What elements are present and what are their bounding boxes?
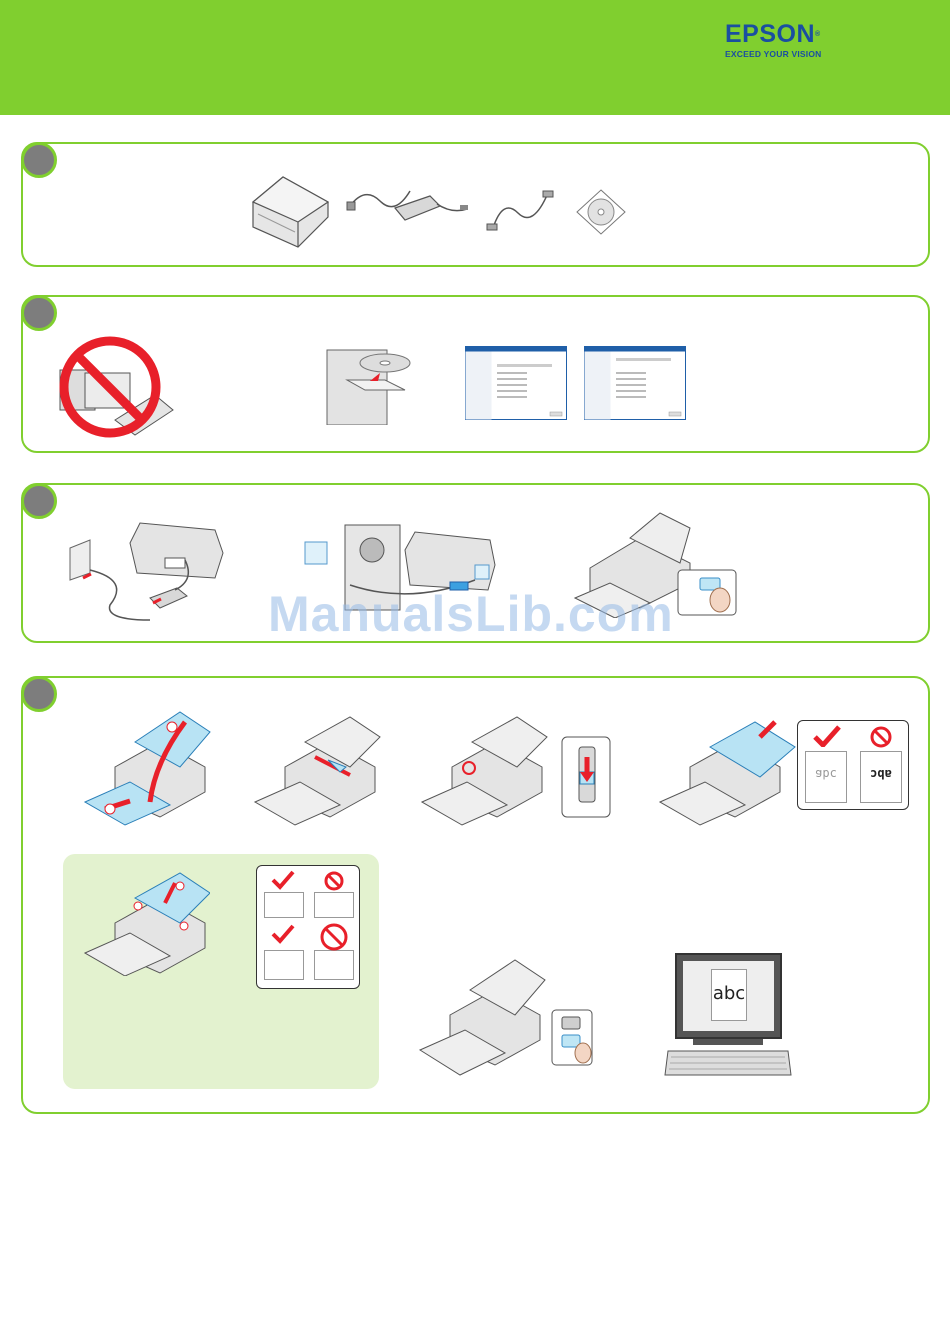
step-1-marker — [21, 142, 57, 178]
check-mark-icon — [271, 924, 295, 944]
connect-power-illustration — [65, 518, 227, 623]
set-paper-lever-illustration — [417, 712, 612, 827]
check-mark-icon — [271, 870, 295, 890]
scanned-page: abc — [711, 969, 747, 1021]
correct-sample-text: abc — [806, 767, 846, 781]
monitor-sample-text: abc — [712, 983, 746, 1004]
epson-logo: EPSON® EXCEED YOUR VISION — [725, 22, 822, 59]
adjust-edge-guides-illustration — [250, 712, 385, 827]
registered-mark: ® — [815, 31, 821, 38]
do-not-connect-icon — [55, 335, 175, 440]
wrong-page-sample — [314, 892, 354, 918]
press-start-button-illustration — [415, 955, 595, 1080]
usb-cable-icon — [485, 188, 555, 236]
keyboard-icon — [663, 1039, 793, 1077]
computer-cd-drive-icon — [325, 345, 420, 425]
prohibited-icon — [869, 725, 893, 749]
step-4-marker — [21, 676, 57, 712]
load-original-illustration — [655, 712, 800, 827]
monitor-screen: abc — [675, 953, 782, 1039]
installer-window-1 — [465, 346, 567, 420]
scanner-icon — [243, 172, 333, 252]
brand-tagline: EXCEED YOUR VISION — [725, 49, 822, 59]
load-multiple-pages-illustration — [80, 868, 210, 976]
orientation-panel: abc abc — [797, 720, 909, 810]
prohibited-icon — [323, 870, 345, 892]
installer-window-2 — [584, 346, 686, 420]
wrong-sample-text: abc — [861, 767, 901, 781]
step-3-marker — [21, 483, 57, 519]
prohibited-icon — [319, 922, 349, 952]
cd-rom-icon — [575, 188, 627, 236]
power-adapter-icon — [345, 178, 470, 238]
watermark-text: ManualsLib.com — [268, 585, 674, 643]
correct-orientation-page: abc — [805, 751, 847, 803]
step-1-panel — [21, 142, 930, 267]
correct-insert-page — [264, 950, 304, 980]
check-mark-icon — [813, 725, 841, 747]
wrong-orientation-page: abc — [860, 751, 902, 803]
brand-name: EPSON — [725, 20, 815, 48]
wrong-insert-page — [314, 950, 354, 980]
step-2-marker — [21, 295, 57, 331]
correct-page-sample — [264, 892, 304, 918]
scanned-image-window: abc — [683, 961, 774, 1031]
loading-guide-panel — [256, 865, 360, 989]
open-input-tray-illustration — [80, 707, 220, 827]
